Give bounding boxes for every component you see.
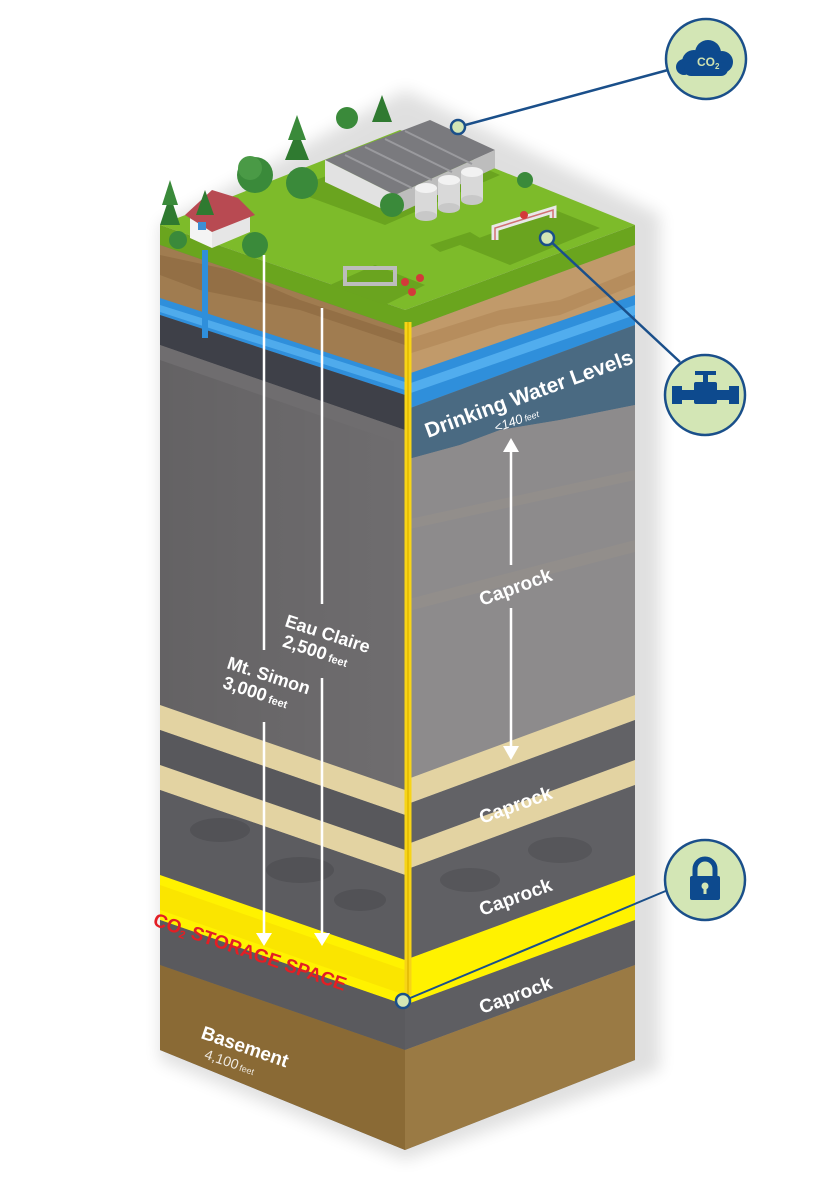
drinking-water-band [405, 325, 635, 460]
callout-dot-transport[interactable] [538, 229, 556, 247]
caprock-span-arrow [503, 438, 519, 760]
co2-cloud-icon: CO2 [676, 40, 733, 76]
basement-unit: feet [238, 1063, 256, 1078]
caprock-main-right [405, 405, 635, 780]
svg-text:CO2: CO2 [697, 55, 720, 71]
capture-facility [325, 120, 495, 221]
callout-capture[interactable]: CO2 [664, 17, 748, 101]
grass-edge-left [160, 225, 405, 330]
sand-band-1-left [160, 705, 405, 815]
dark-band-left [160, 315, 405, 430]
callout-line-secure [402, 889, 669, 1002]
padlock-icon [690, 856, 720, 900]
right-face [405, 225, 635, 1150]
eau-claire-arrow [314, 308, 330, 946]
callout-transport[interactable] [663, 353, 747, 437]
callout-dot-secure[interactable] [394, 992, 412, 1010]
left-face [160, 225, 405, 1150]
sand-band-2-left [160, 765, 405, 875]
mt-simon-unit: feet [266, 694, 289, 712]
callout-dot-capture[interactable] [449, 118, 467, 136]
pipeline [491, 205, 557, 240]
wellhead [343, 266, 424, 296]
eau-claire-unit: feet [326, 653, 349, 671]
mt-simon-arrow [256, 255, 272, 946]
pipeline-valve-icon [672, 371, 739, 404]
callout-line-capture [457, 68, 669, 129]
surface-top [160, 130, 635, 310]
callout-secure[interactable] [663, 838, 747, 922]
basement-left [160, 965, 405, 1150]
drinking-water-unit: feet [523, 409, 541, 424]
trees [160, 95, 533, 258]
callout-line-transport [546, 237, 681, 363]
